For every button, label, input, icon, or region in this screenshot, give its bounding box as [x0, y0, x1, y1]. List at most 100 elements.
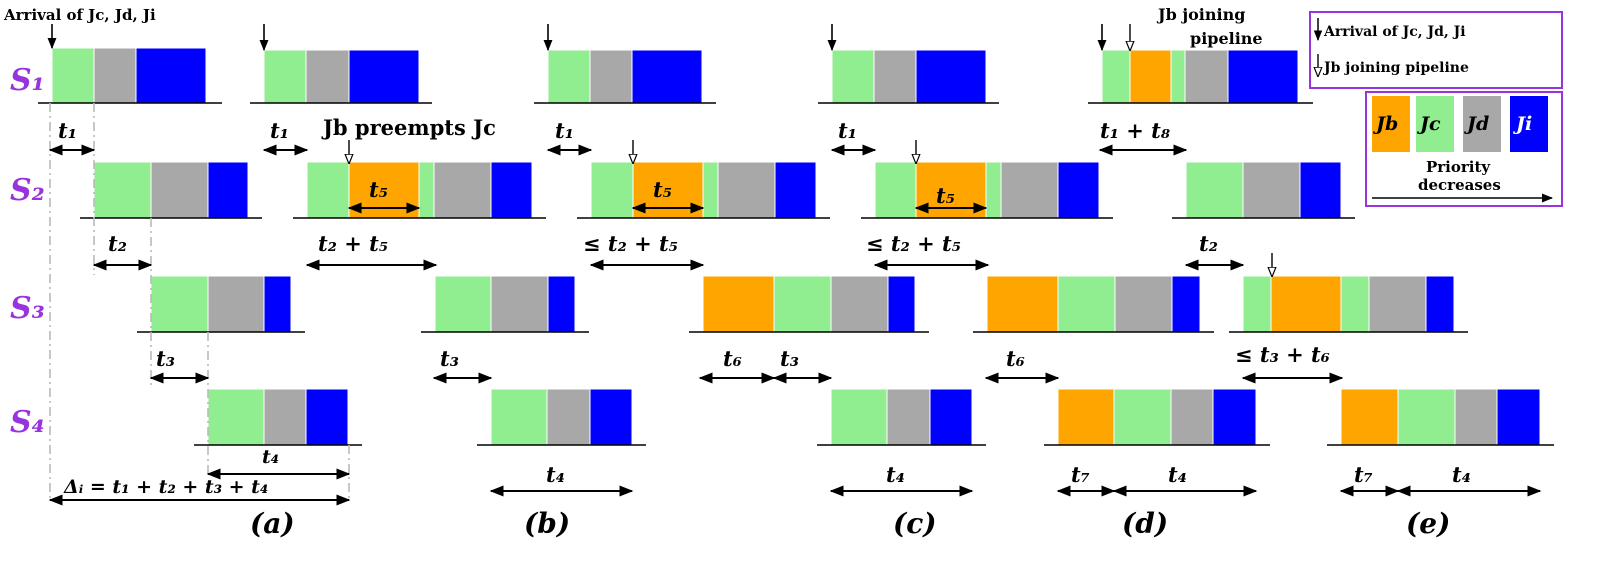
stage-label-s1: S₁ [10, 63, 45, 98]
job-block-Ji-18-3 [1212, 388, 1257, 446]
job-block-Jd-10-1 [207, 275, 265, 333]
job-block-Ji-7-4 [774, 161, 817, 219]
label-le-t2-t5-c: ≤ t₂ + t₅ [583, 231, 678, 256]
job-block-Jc-3-0 [831, 49, 875, 104]
panel-label-c: (c) [893, 507, 937, 540]
job-block-Ji-15-2 [305, 388, 349, 446]
jb-joining-header: Jb joining [1156, 5, 1245, 24]
label-t1-c: t₁ [555, 118, 574, 143]
job-block-Jc-12-1 [773, 275, 832, 333]
job-block-Ji-19-3 [1496, 388, 1541, 446]
label-t2-e: t₂ [1199, 231, 1218, 256]
legend-jd-text: Jd [1464, 113, 1489, 135]
job-block-Jd-11-1 [490, 275, 549, 333]
label-le-t3-t6-e: ≤ t₃ + t₆ [1235, 342, 1330, 367]
job-block-Jd-5-1 [150, 161, 209, 219]
jb-preempts-header: Jb preempts Jc [321, 115, 496, 140]
job-block-Ji-2-2 [631, 49, 703, 104]
job-block-Jc-6-2 [418, 161, 435, 219]
label-t7-d: t₇ [1071, 462, 1090, 487]
stage-label-s3: S₃ [10, 291, 45, 326]
job-block-Jb-14-1 [1270, 275, 1342, 333]
job-block-Jc-19-1 [1397, 388, 1456, 446]
legend-jb-text: Jb [1373, 113, 1398, 135]
job-block-Jd-14-3 [1368, 275, 1427, 333]
jb-joining-arrows [349, 24, 1272, 276]
label-t2-a: t₂ [108, 231, 127, 256]
job-block-Jc-1-0 [263, 49, 307, 104]
pipeline-header: pipeline [1190, 29, 1263, 48]
job-block-Ji-10-2 [263, 275, 292, 333]
job-block-Ji-9-2 [1299, 161, 1342, 219]
arrival-header: Arrival of Jc, Jd, Ji [3, 6, 156, 24]
legend-arrows-box: Arrival of Jc, Jd, Ji Jb joining pipelin… [1309, 11, 1563, 89]
label-t4-e: t₄ [1452, 462, 1471, 487]
job-block-Jb-13-0 [986, 275, 1059, 333]
label-t6-c: t₆ [723, 346, 742, 371]
job-block-Jc-13-1 [1057, 275, 1116, 333]
job-block-Ji-6-4 [490, 161, 533, 219]
panel-label-a: (a) [250, 507, 295, 540]
legend-joining-text: Jb joining pipeline [1322, 60, 1469, 76]
label-delta: Δᵢ = t₁ + t₂ + t₃ + t₄ [63, 476, 268, 498]
label-t7-e: t₇ [1354, 462, 1373, 487]
job-block-Ji-14-4 [1425, 275, 1455, 333]
job-block-Jc-9-0 [1185, 161, 1244, 219]
job-block-Jc-17-0 [830, 388, 888, 446]
job-block-Ji-8-4 [1057, 161, 1100, 219]
job-block-Ji-16-2 [589, 388, 633, 446]
label-t4-d: t₄ [1168, 462, 1187, 487]
label-t4-b: t₄ [546, 462, 565, 487]
job-block-Jb-19-0 [1340, 388, 1399, 446]
label-t1-t8: t₁ + t₈ [1100, 118, 1170, 143]
legend-swatch-jb [1372, 96, 1410, 152]
job-block-Jd-7-3 [717, 161, 776, 219]
job-block-Jc-14-0 [1242, 275, 1272, 333]
label-t1-b: t₁ [270, 118, 289, 143]
job-block-Jc-4-2 [1170, 49, 1186, 104]
job-blocks [51, 47, 1541, 446]
job-block-Ji-17-2 [929, 388, 973, 446]
job-block-Ji-4-4 [1227, 49, 1299, 104]
job-block-Jc-10-0 [150, 275, 209, 333]
panel-label-e: (e) [1406, 507, 1450, 540]
job-block-Jb-18-0 [1057, 388, 1115, 446]
stage-label-s4: S₄ [10, 405, 45, 440]
label-le-t2-t5-d: ≤ t₂ + t₅ [866, 231, 961, 256]
legend-decreases-text2: decreases [1418, 176, 1501, 194]
job-block-Jd-19-2 [1454, 388, 1498, 446]
legend-colors-box: Jb Jc Jd Ji Priority decreases [1365, 91, 1563, 207]
job-block-Jc-15-0 [207, 388, 265, 446]
job-block-Jd-0-1 [93, 47, 137, 104]
job-block-Jd-13-2 [1114, 275, 1173, 333]
job-block-Jc-7-2 [702, 161, 719, 219]
legend-swatch-ji [1510, 96, 1548, 152]
job-block-Jc-0-0 [51, 47, 95, 104]
job-block-Ji-1-2 [348, 49, 420, 104]
job-block-Ji-3-2 [915, 49, 987, 104]
job-block-Ji-12-3 [887, 275, 916, 333]
legend-jc-text: Jc [1417, 113, 1441, 135]
job-block-Jc-2-0 [547, 49, 591, 104]
job-block-Ji-11-2 [547, 275, 576, 333]
job-block-Ji-13-3 [1171, 275, 1201, 333]
label-t4-c: t₄ [886, 462, 905, 487]
stage-baselines [38, 102, 1554, 446]
label-t3-b: t₃ [440, 346, 459, 371]
stage-label-s2: S₂ [10, 173, 45, 208]
job-block-Jb-4-1 [1129, 49, 1172, 104]
legend-arrival-text: Arrival of Jc, Jd, Ji [1323, 24, 1466, 40]
label-t6-d: t₆ [1006, 346, 1025, 371]
job-block-Jd-18-2 [1170, 388, 1214, 446]
job-block-Jc-7-0 [590, 161, 634, 219]
job-block-Jd-17-1 [886, 388, 931, 446]
job-block-Jc-11-0 [434, 275, 492, 333]
label-t5-b: t₅ [369, 177, 388, 202]
job-block-Jc-8-0 [874, 161, 917, 219]
legend-ji-text: Ji [1513, 113, 1532, 135]
legend-priority-text: Priority [1426, 158, 1491, 176]
job-block-Jd-12-2 [830, 275, 889, 333]
job-block-Jd-9-1 [1242, 161, 1301, 219]
job-block-Jc-16-0 [490, 388, 548, 446]
